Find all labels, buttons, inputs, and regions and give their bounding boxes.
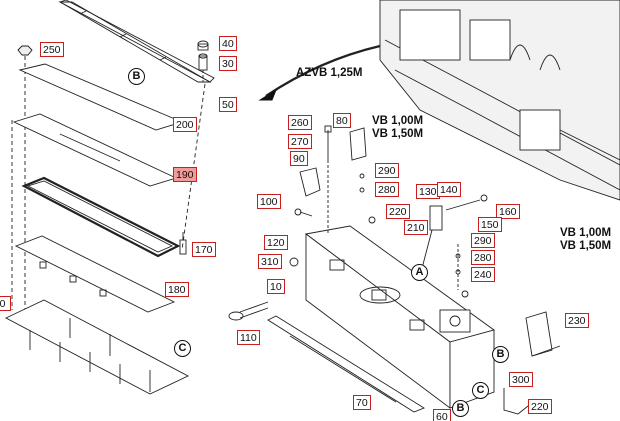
part-label-250: 250 [40, 42, 64, 57]
part-label-190: 190 [173, 167, 197, 182]
part-label-290-upper: 290 [375, 163, 399, 178]
part-label-210: 210 [404, 220, 428, 235]
top-rail-part [58, 0, 215, 83]
part-label-240: 240 [471, 267, 495, 282]
part-label-170: 170 [192, 242, 216, 257]
part-label-220-lower: 220 [528, 399, 552, 414]
azvb-annotation: AZVB 1,25M [296, 67, 363, 79]
part-label-110: 110 [237, 330, 260, 345]
vb-annotation-upper-2: VB 1,50M [372, 128, 424, 140]
part-label-90: 90 [290, 151, 308, 166]
part-label-230: 230 [565, 313, 589, 328]
nut-and-spacer [197, 40, 209, 82]
part-label-70: 70 [353, 395, 371, 410]
lower-rail-part [267, 315, 425, 413]
part-label-160: 160 [496, 204, 520, 219]
vb-annotation-right-1: VB 1,00M [560, 227, 612, 239]
bracket-part [525, 311, 561, 357]
part-label-180: 180 [165, 282, 189, 297]
part-label-10: 10 [267, 279, 285, 294]
callout-c-left: C [174, 340, 191, 357]
part-label-310: 310 [258, 254, 282, 269]
callout-a-mid: A [411, 264, 428, 281]
part-label-200: 200 [173, 117, 197, 132]
vb-annotation-right-2: VB 1,50M [560, 240, 612, 252]
part-label-0-left: 0 [0, 296, 11, 311]
part-label-270: 270 [288, 134, 312, 149]
callout-b-bottom: B [452, 400, 469, 417]
part-label-150: 150 [478, 217, 502, 232]
callout-c-bottom: C [472, 382, 489, 399]
vb-annotation-upper-1: VB 1,00M [372, 115, 424, 127]
screw-column [289, 125, 469, 298]
part-label-120: 120 [264, 235, 288, 250]
clip-part [503, 388, 529, 415]
pin-part [228, 301, 269, 321]
part-label-290-lower: 290 [471, 233, 495, 248]
small-bracket-part [429, 194, 488, 231]
part-label-280-upper: 280 [375, 182, 399, 197]
part-label-30: 30 [219, 56, 237, 71]
part-label-50: 50 [219, 97, 237, 112]
part-label-80: 80 [333, 113, 351, 128]
base-plate [4, 299, 190, 395]
main-frame-part [304, 225, 496, 409]
callout-b-right: B [492, 346, 509, 363]
machine-assembly-view [379, 0, 620, 201]
curved-arrow [265, 44, 381, 97]
callout-b-top: B [128, 68, 145, 85]
screw-part [179, 232, 187, 255]
part-label-280-lower: 280 [471, 250, 495, 265]
part-label-220-upper: 220 [386, 204, 410, 219]
part-label-300: 300 [509, 372, 533, 387]
part-label-130: 130 [416, 184, 440, 199]
washer-part [17, 45, 33, 310]
bottom-cover-plate [14, 235, 176, 313]
part-label-260: 260 [288, 115, 312, 130]
part-label-100: 100 [257, 194, 281, 209]
gasket-ring [21, 176, 181, 258]
part-label-40: 40 [219, 36, 237, 51]
part-label-140: 140 [437, 182, 461, 197]
part-label-60: 60 [433, 409, 451, 421]
